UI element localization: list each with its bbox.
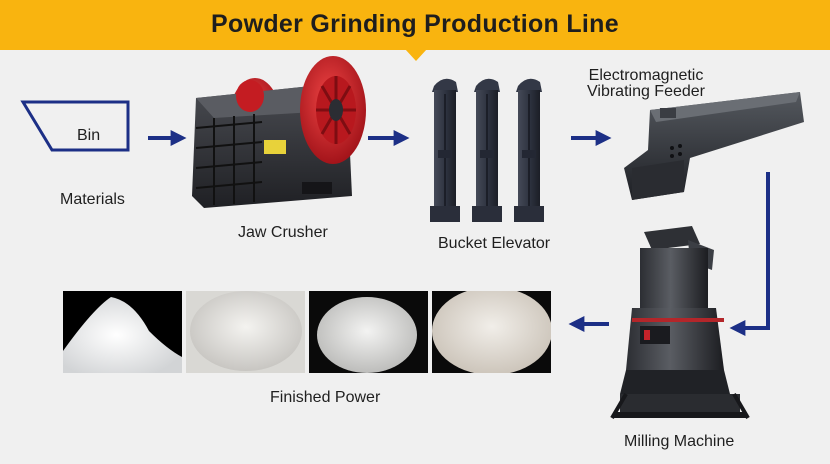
header-pointer bbox=[405, 49, 427, 61]
finished-powder-label: Finished Power bbox=[270, 389, 381, 406]
header-banner bbox=[0, 0, 830, 50]
bucket-elevator-label: Bucket Elevator bbox=[438, 235, 551, 252]
powder-photo-1 bbox=[63, 291, 182, 373]
page-title: Powder Grinding Production Line bbox=[211, 10, 619, 38]
elevator-3 bbox=[514, 78, 544, 222]
bin-outline bbox=[20, 100, 130, 152]
elevator-1 bbox=[430, 78, 460, 222]
bin-label: Bin bbox=[77, 127, 101, 144]
elevator-2 bbox=[472, 78, 502, 222]
powder-photo-2 bbox=[186, 291, 305, 373]
feeder-label-line1: Electromagnetic bbox=[588, 67, 704, 84]
materials-label: Materials bbox=[60, 191, 125, 208]
milling-machine-label: Milling Machine bbox=[624, 433, 735, 450]
feeder-label-line2: Vibrating Feeder bbox=[587, 83, 705, 100]
powder-photo-3 bbox=[309, 291, 428, 373]
arrow-feeder-to-mill bbox=[729, 172, 770, 336]
powder-photo-4 bbox=[432, 291, 551, 373]
jaw-crusher-label: Jaw Crusher bbox=[238, 224, 328, 241]
